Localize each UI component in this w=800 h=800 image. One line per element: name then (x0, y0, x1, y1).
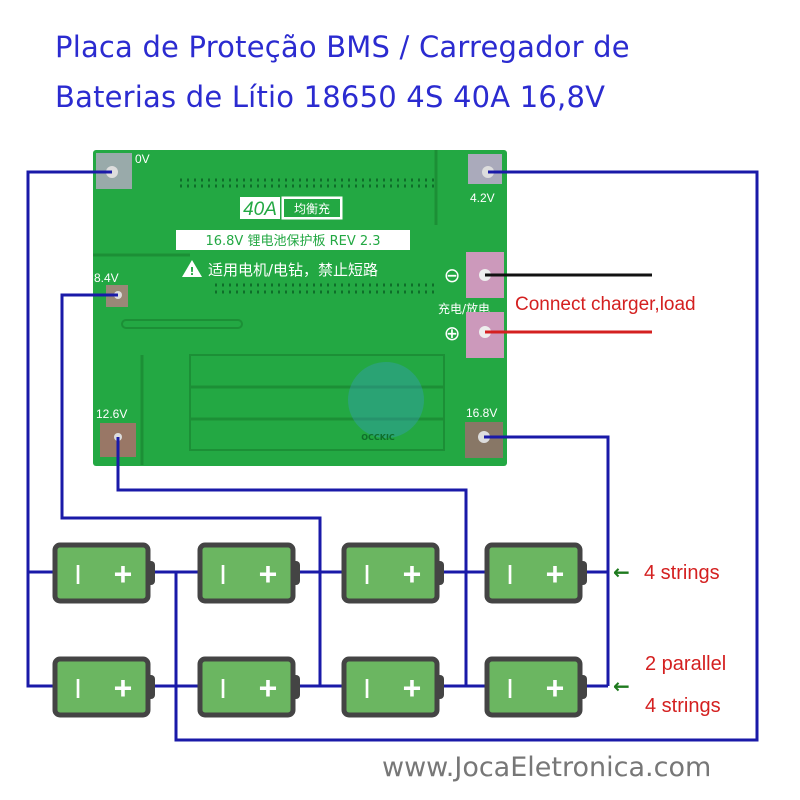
occkic-logo-text: OCCKIC (361, 433, 395, 442)
row2-label-parallel: 2 parallel (645, 653, 726, 675)
row2-label-strings: 4 strings (645, 695, 721, 717)
battery-cell: I + (484, 542, 587, 604)
battery-cell: I + (52, 542, 155, 604)
battery-minus-label: I (219, 559, 227, 590)
board-revision-label: 16.8V 锂电池保护板 REV 2.3 (205, 234, 380, 249)
svg-text:8.4V: 8.4V (94, 271, 119, 285)
wire-4-2v (174, 170, 759, 742)
battery-cell: I + (197, 542, 300, 604)
wire-0v (26, 170, 112, 688)
battery-minus-label: I (506, 559, 514, 590)
pad-16-8v: 16.8V (465, 406, 503, 458)
battery-plus-label: + (114, 670, 133, 706)
battery-minus-label: I (506, 673, 514, 704)
plus-symbol: ⊕ (444, 321, 461, 345)
svg-text:!: ! (189, 265, 194, 278)
battery-minus-label: I (219, 673, 227, 704)
wire-12-6v (116, 437, 468, 686)
battery-plus-label: + (259, 670, 278, 706)
title-line-2: Baterias de Lítio 18650 4S 40A 16,8V (55, 80, 606, 114)
wire-8-4v (60, 293, 322, 686)
battery-plus-label: + (546, 670, 565, 706)
pad-4-2v: 4.2V (468, 154, 502, 205)
battery-plus-label: + (403, 556, 422, 592)
battery-minus-label: I (363, 559, 371, 590)
svg-text:4.2V: 4.2V (470, 191, 495, 205)
battery-cell: I + (484, 656, 587, 718)
watermark: www.JocaEletronica.com (382, 752, 712, 783)
svg-text:0V: 0V (135, 152, 150, 166)
warning-icon (182, 260, 202, 277)
battery-minus-label: I (74, 559, 82, 590)
connect-charger-load-label: Connect charger,load (515, 294, 696, 315)
battery-minus-label: I (363, 673, 371, 704)
battery-minus-label: I (74, 673, 82, 704)
battery-plus-label: + (546, 556, 565, 592)
row1-label: 4 strings (644, 562, 720, 584)
battery-plus-label: + (259, 556, 278, 592)
minus-symbol: ⊖ (444, 263, 461, 287)
occkic-logo (348, 362, 424, 438)
badge-40a: 40A (243, 199, 277, 220)
badge-balance-charge: 均衡充 (294, 201, 330, 216)
board-warning-text: 适用电机/电钻，禁止短路 (208, 261, 378, 279)
svg-text:12.6V: 12.6V (96, 407, 127, 421)
bms-board: 40A 均衡充 16.8V 锂电池保护板 REV 2.3 ! 适用电机/电钻，禁… (93, 150, 507, 466)
svg-text:16.8V: 16.8V (466, 406, 497, 420)
battery-cell: I + (197, 656, 300, 718)
battery-cell: I + (341, 542, 444, 604)
pad-plus (466, 312, 504, 358)
battery-plus-label: + (403, 670, 422, 706)
title-line-1: Placa de Proteção BMS / Carregador de (55, 30, 630, 64)
wire-16-8v (484, 435, 610, 686)
battery-plus-label: + (114, 556, 133, 592)
battery-pack: I + I + I + I + I + I + I + I + (52, 542, 587, 718)
arrow-icon-row2: ← (613, 674, 630, 698)
battery-cell: I + (341, 656, 444, 718)
battery-cell: I + (52, 656, 155, 718)
arrow-icon-row1: ← (613, 560, 630, 584)
